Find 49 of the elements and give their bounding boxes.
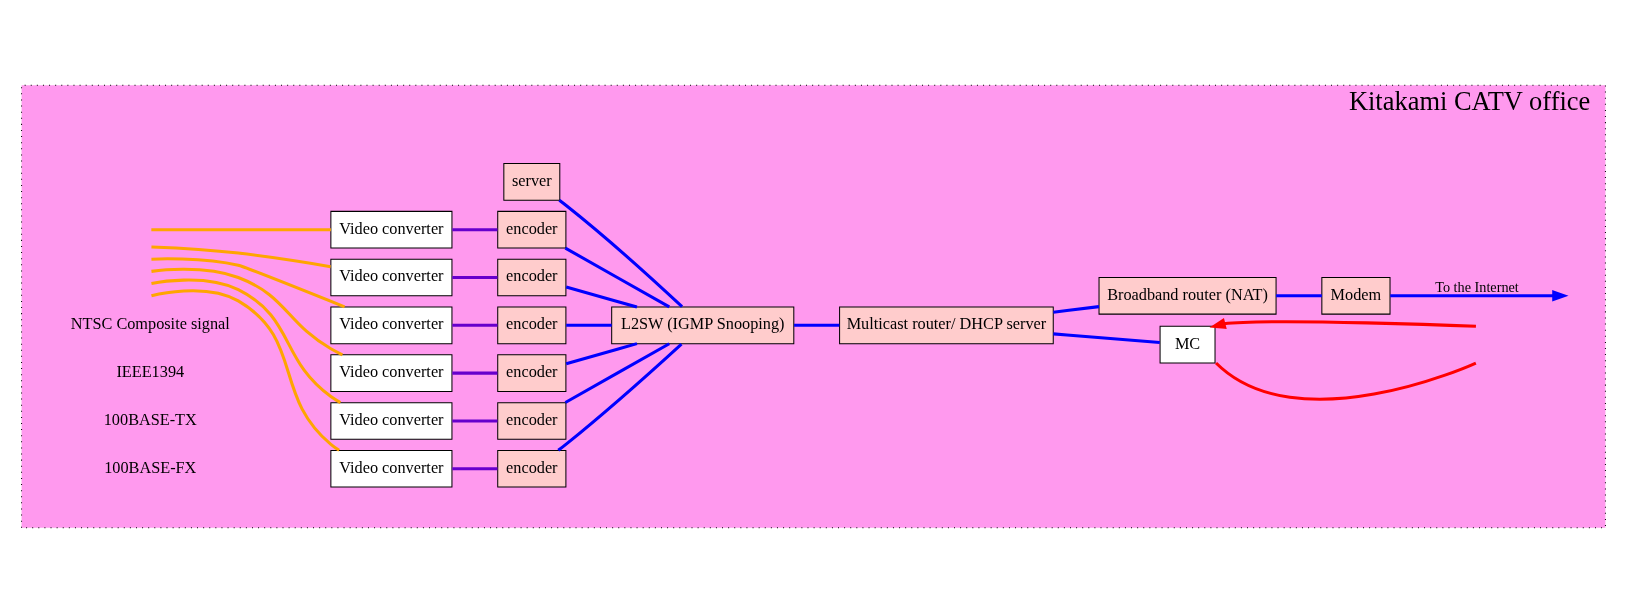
connector xyxy=(452,228,498,232)
connector xyxy=(1215,361,1477,401)
node-box: MC xyxy=(1159,325,1216,364)
node-box: server xyxy=(503,163,561,201)
connector xyxy=(151,245,331,269)
connector xyxy=(151,228,331,232)
label: 100BASE-FX xyxy=(104,458,197,477)
node-box: Video converter xyxy=(330,449,453,488)
connector xyxy=(1053,332,1160,344)
connector xyxy=(151,278,342,404)
connector xyxy=(452,419,498,423)
node-box: Video converter xyxy=(330,402,453,440)
node-box: Broadband router (NAT) xyxy=(1098,277,1277,315)
connector xyxy=(564,342,670,404)
connector xyxy=(1053,305,1100,314)
arrow xyxy=(1390,290,1569,302)
connector xyxy=(558,199,684,308)
node-box: Video converter xyxy=(330,306,453,345)
node-box: Multicast router/ DHCP server xyxy=(839,306,1054,345)
connector xyxy=(566,323,612,327)
node-box: Video converter xyxy=(330,258,453,297)
node-box: Video converter xyxy=(330,354,453,392)
node-box: encoder xyxy=(497,449,567,488)
node-box: encoder xyxy=(497,402,567,440)
node-box: L2SW (IGMP Snooping) xyxy=(611,306,795,345)
node-box: Modem xyxy=(1321,277,1391,315)
connector xyxy=(557,342,683,452)
connector xyxy=(452,467,498,471)
arrow xyxy=(1209,317,1476,329)
connector xyxy=(151,267,344,357)
connector xyxy=(565,342,638,366)
connector xyxy=(794,323,840,327)
node-box: encoder xyxy=(497,258,567,297)
connector xyxy=(151,289,340,452)
node-box: encoder xyxy=(497,306,567,345)
connector xyxy=(452,275,498,280)
connector xyxy=(151,257,346,309)
label: NTSC Composite signal xyxy=(70,315,230,334)
connector xyxy=(452,371,498,375)
label: IEEE1394 xyxy=(116,363,185,382)
node-box: encoder xyxy=(497,354,567,392)
edge-label: To the Internet xyxy=(1435,278,1519,295)
label: 100BASE-TX xyxy=(103,410,197,429)
connector xyxy=(565,285,638,309)
node-box: Video converter xyxy=(330,210,453,249)
connector xyxy=(564,246,670,309)
connector xyxy=(452,323,498,327)
node-box: encoder xyxy=(497,210,567,249)
connector xyxy=(1276,294,1322,298)
